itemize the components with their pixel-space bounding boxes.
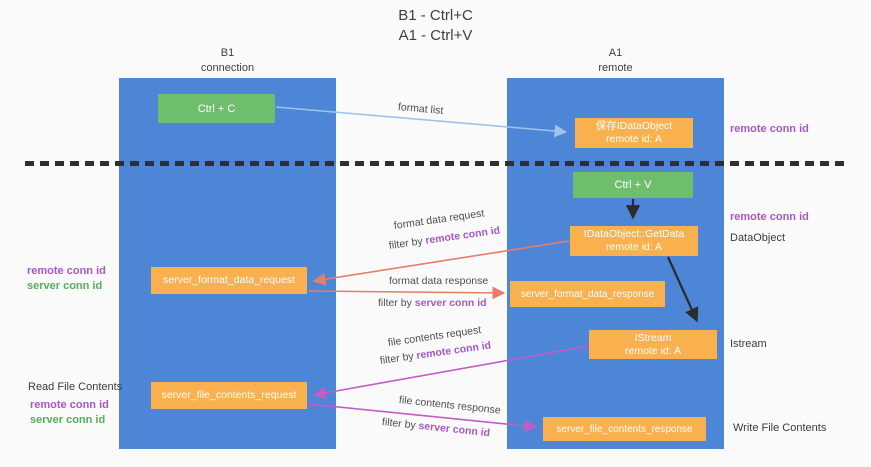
annotation-write-file-contents: Write File Contents (733, 422, 827, 434)
node-server-format-data-request: server_format_data_request (151, 267, 307, 294)
annotation-dataobject: DataObject (730, 232, 786, 244)
filter-key-server-conn-id: server conn id (414, 297, 487, 309)
node-ctrl-c-label: Ctrl + C (197, 102, 236, 115)
lane-header-b1: B1 connection (119, 46, 336, 76)
node-save-idataobject-line2: remote id: A (605, 133, 663, 145)
node-save-idataobject-line1: 保存IDataObject (595, 120, 673, 132)
lane-a1-role: remote (598, 62, 633, 74)
annotation-remote-conn-id-top: remote conn id (730, 123, 809, 135)
diagram-title: B1 - Ctrl+C A1 - Ctrl+V (0, 6, 871, 46)
node-ctrl-v: Ctrl + V (573, 172, 693, 198)
filter-by-text: filter by (388, 234, 427, 252)
lane-b1-name: B1 (220, 47, 235, 59)
annotation-format-ids: remote conn id server conn id (27, 264, 106, 294)
annotation-istream: Istream (730, 338, 767, 350)
filter-by-text: filter by (379, 349, 418, 367)
annotation-remote-conn-id-mid: remote conn id (730, 211, 809, 223)
node-istream: IStream remote id: A (589, 330, 717, 359)
node-file-request-label: server_file_contents_request (161, 389, 297, 401)
edge-label-format-response-filter: filter by server conn id (378, 297, 487, 309)
node-server-file-contents-request: server_file_contents_request (151, 382, 307, 409)
node-file-response-label: server_file_contents_response (556, 423, 693, 435)
node-server-file-contents-response: server_file_contents_response (543, 417, 706, 441)
filter-by-text: filter by (381, 416, 420, 432)
edge-label-file-response-filter: filter by server conn id (381, 416, 490, 439)
node-server-format-data-response: server_format_data_response (510, 281, 665, 307)
node-getdata-line2: remote id: A (605, 241, 663, 253)
edge-label-format-response: format data response (389, 275, 489, 287)
title-line-2: A1 - Ctrl+V (398, 27, 473, 44)
edge-label-file-response: file contents response (398, 394, 502, 417)
annotation-file-remote-conn-id: remote conn id (30, 399, 109, 411)
lane-b1-role: connection (200, 62, 255, 74)
node-istream-line1: IStream (634, 331, 672, 344)
title-line-1: B1 - Ctrl+C (398, 7, 473, 24)
node-getdata-line1: IDataObject::GetData (583, 228, 685, 240)
lane-a1-name: A1 (608, 47, 623, 59)
arrow-format-data-response (308, 286, 506, 300)
edge-label-format-list: format list (397, 101, 444, 117)
annotation-read-file-contents: Read File Contents (28, 381, 123, 393)
node-ctrl-v-label: Ctrl + V (614, 179, 652, 191)
phase-separator-dashed-line (25, 161, 845, 166)
node-format-request-label: server_format_data_request (163, 274, 295, 286)
filter-key-remote-conn-id: remote conn id (424, 224, 501, 247)
node-format-response-label: server_format_data_response (520, 288, 655, 300)
node-idataobject-getdata: IDataObject::GetData remote id: A (570, 226, 698, 256)
node-save-idataobject: 保存IDataObject remote id: A (575, 118, 693, 148)
filter-by-text: filter by (378, 297, 415, 309)
annotation-file-server-conn-id: server conn id (30, 414, 106, 426)
annotation-file-ids: remote conn id server conn id (30, 398, 109, 428)
annotation-format-remote-conn-id: remote conn id (27, 265, 106, 277)
annotation-format-server-conn-id: server conn id (27, 280, 103, 292)
lane-header-a1: A1 remote (507, 46, 724, 76)
node-ctrl-c: Ctrl + C (158, 94, 275, 123)
node-istream-line2: remote id: A (624, 344, 682, 357)
filter-key-server-conn-id: server conn id (417, 419, 491, 440)
